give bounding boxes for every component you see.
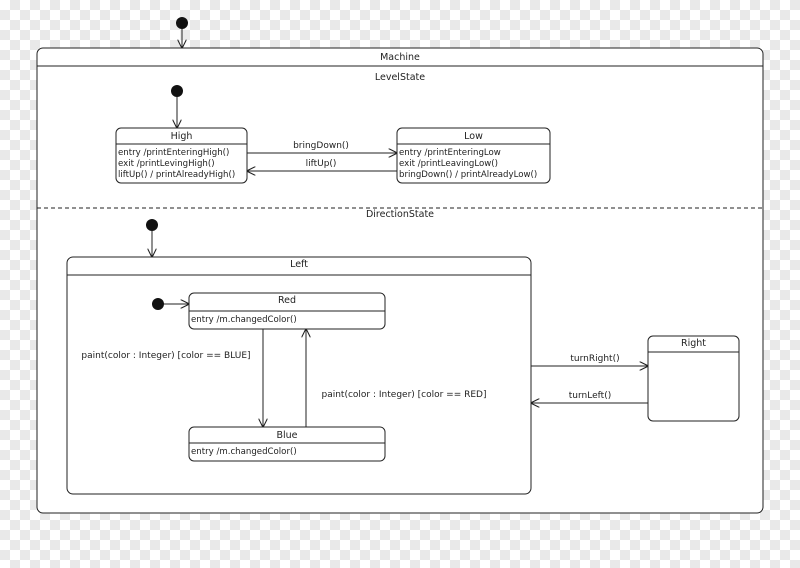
machine-initial-pseudostate bbox=[176, 17, 188, 29]
state-high-action: exit /printLevingHigh() bbox=[118, 159, 215, 169]
state-high-name: High bbox=[171, 131, 193, 142]
state-low[interactable]: Low entry /printEnteringLow exit /printL… bbox=[396, 127, 551, 184]
state-low-action: exit /printLeavingLow() bbox=[399, 159, 498, 169]
left-initial-pseudostate bbox=[152, 298, 164, 310]
level-region-title: LevelState bbox=[375, 72, 425, 83]
state-low-name: Low bbox=[464, 131, 483, 142]
state-blue-name: Blue bbox=[276, 430, 297, 441]
level-initial-pseudostate bbox=[171, 85, 183, 97]
state-left[interactable]: Left bbox=[66, 256, 532, 495]
machine-title: Machine bbox=[380, 52, 420, 63]
state-high[interactable]: High entry /printEnteringHigh() exit /pr… bbox=[115, 127, 248, 184]
state-low-action: entry /printEnteringLow bbox=[399, 148, 501, 158]
state-high-action: liftUp() / printAlreadyHigh() bbox=[118, 170, 235, 180]
paint-red-label: paint(color : Integer) [color == RED] bbox=[322, 390, 487, 400]
state-red[interactable]: Red entry /m.changedColor() bbox=[188, 292, 386, 330]
paint-blue-label: paint(color : Integer) [color == BLUE] bbox=[81, 351, 250, 361]
state-left-name: Left bbox=[290, 259, 308, 270]
turn-right-label: turnRight() bbox=[570, 354, 619, 364]
state-red-action: entry /m.changedColor() bbox=[191, 315, 297, 325]
state-right[interactable]: Right bbox=[647, 335, 740, 422]
state-high-action: entry /printEnteringHigh() bbox=[118, 148, 229, 158]
bring-down-label: bringDown() bbox=[293, 141, 349, 151]
state-red-name: Red bbox=[278, 295, 296, 306]
state-right-name: Right bbox=[681, 338, 706, 349]
state-low-action: bringDown() / printAlreadyLow() bbox=[399, 170, 537, 180]
direction-initial-pseudostate bbox=[146, 219, 158, 231]
state-blue[interactable]: Blue entry /m.changedColor() bbox=[188, 426, 386, 462]
direction-region-title: DirectionState bbox=[366, 209, 434, 220]
state-blue-action: entry /m.changedColor() bbox=[191, 447, 297, 457]
turn-left-label: turnLeft() bbox=[569, 391, 611, 401]
lift-up-label: liftUp() bbox=[306, 159, 337, 169]
